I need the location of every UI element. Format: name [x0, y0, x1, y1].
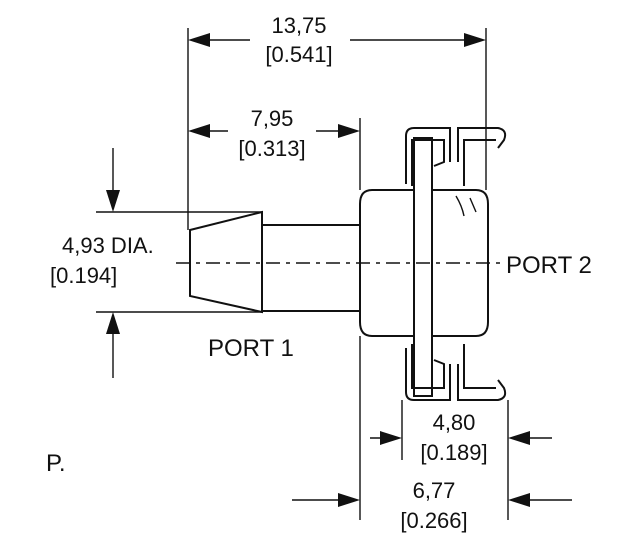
dimension-port1-diameter: 4,93 DIA. [0.194] [50, 148, 154, 378]
port1-diameter-mm: 4,93 DIA. [62, 233, 154, 258]
body-width-inch: [0.266] [400, 508, 467, 533]
cropped-text: P. [46, 450, 66, 477]
lower-clip [405, 344, 507, 401]
overall-length-inch: [0.541] [265, 42, 332, 67]
groove-width-mm: 4,80 [433, 410, 476, 435]
body-groove-mark [469, 197, 477, 213]
flange-plate [413, 137, 433, 397]
body-groove-top [455, 195, 465, 217]
port1-barb [189, 210, 263, 314]
port1-length-inch: [0.313] [238, 136, 305, 161]
dimension-groove-width: 4,80 [0.189] [370, 410, 552, 465]
body-width-mm: 6,77 [413, 478, 456, 503]
dimension-body-width: 6,77 [0.266] [292, 478, 572, 533]
upper-clip [405, 127, 507, 186]
port1-label: PORT 1 [208, 335, 294, 362]
fitting-part [176, 127, 507, 401]
overall-length-mm: 13,75 [271, 13, 326, 38]
port2-label: PORT 2 [506, 252, 592, 279]
dimension-overall-length: 13,75 [0.541] [188, 13, 486, 67]
dimension-port1-length: 7,95 [0.313] [188, 106, 360, 161]
groove-width-inch: [0.189] [420, 440, 487, 465]
port1-diameter-inch: [0.194] [50, 263, 117, 288]
port1-length-mm: 7,95 [251, 106, 294, 131]
port1-tube [261, 224, 361, 312]
